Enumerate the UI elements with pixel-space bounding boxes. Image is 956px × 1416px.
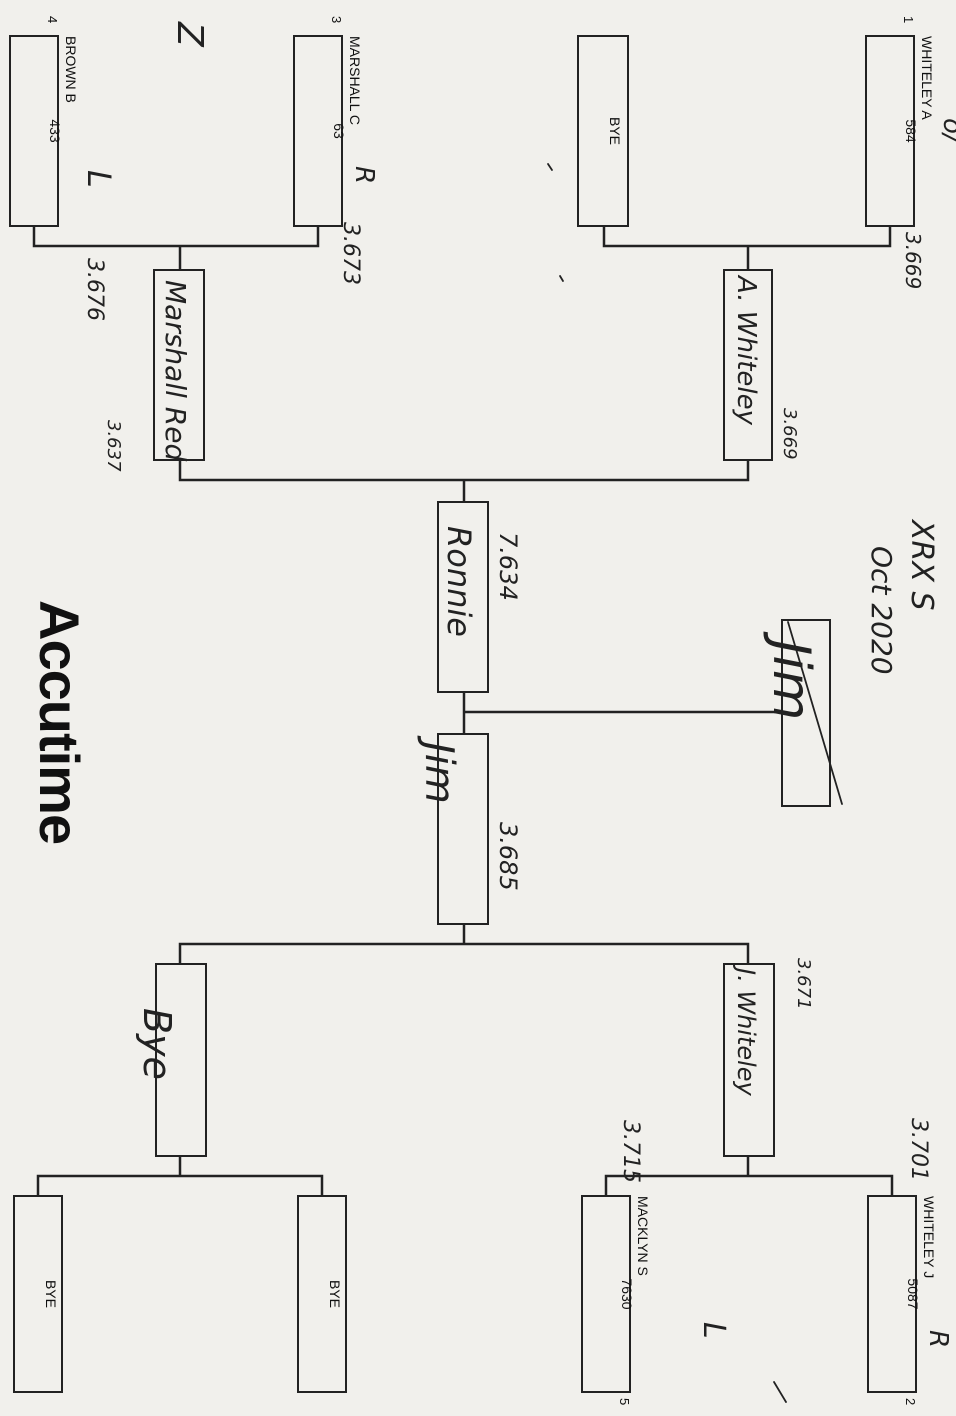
entrant-box-brown-b: BROWN B 433 [9,35,79,227]
handwritten-time: 3.701 [906,1118,931,1181]
handwritten-time: 3.685 [494,822,522,891]
entrant-number: 433 [47,119,63,143]
round2-box-2 [153,269,205,461]
entrant-number: 584 [903,119,919,143]
handwritten-time: 3.669 [901,232,925,289]
entrant-number: 7630 [619,1278,635,1309]
handwritten-winner-name: Marshall Red [159,280,192,461]
handwritten-mark: L [80,170,118,188]
entrant-number: 63 [331,123,347,139]
bracket-lines [32,226,894,1196]
entrant-name: MACKLYN S [635,1196,651,1276]
entrant-name: BYE [607,117,623,145]
handwritten-time: 7.634 [494,532,522,601]
handwritten-time: 3.637 [103,420,124,472]
semifinal-box-bottom [437,733,489,925]
entrant-box-whiteley-j: WHITELEY J 5087 [867,1195,937,1393]
stray-mark [547,163,553,171]
handwritten-date: Oct 2020 [865,546,898,675]
seed-number: 3 [329,16,344,23]
seed-number: 4 [45,16,60,23]
entrant-box-macklyn-s: MACKLYN S 7630 [581,1195,651,1393]
entrant-box-whiteley-a: WHITELEY A 584 [865,35,935,227]
entrant-name: WHITELEY A [919,36,935,120]
entrant-number: 5087 [905,1278,921,1309]
entrant-name: BROWN B [63,36,79,103]
handwritten-champion: Jim [761,631,821,720]
handwritten-winner-name: J. Whiteley [732,964,760,1097]
handwritten-winner-name: Bye [135,1008,179,1080]
handwritten-time: 3.715 [618,1120,643,1183]
entrant-box-bye-3: BYE [13,1195,63,1393]
seed-number: 5 [617,1398,632,1405]
entrant-name: BYE [327,1280,343,1308]
handwritten-mark: Z [169,21,210,48]
round2-box-3 [723,963,775,1157]
semifinal-box-top [437,501,489,693]
handwritten-winner-name: Jim [416,735,462,804]
handwritten-winner-name: Ronnie [440,526,478,637]
seed-number: 1 [901,16,916,23]
entrant-name: BYE [43,1280,59,1308]
final-box [781,619,831,807]
entrant-name: WHITELEY J [921,1196,937,1278]
handwritten-venue: XRX S [904,518,939,611]
handwritten-winner-name: A. Whiteley [731,274,761,426]
handwritten-time: 3.669 [779,408,800,460]
handwritten-corner-mark: o/ [937,118,956,146]
handwritten-time: 3.676 [82,258,107,321]
handwritten-mark: L [696,1322,731,1339]
round2-box-4 [155,963,207,1157]
entrant-box-bye-2: BYE [297,1195,347,1393]
round2-box-1 [723,269,773,461]
entrant-name: MARSHALL C [347,36,363,125]
underline-mark [787,621,843,805]
entrant-box-bye-1: BYE [577,35,629,227]
handwritten-mark: R [923,1330,953,1348]
handwritten-mark: R [349,166,379,184]
brand-logo: Accutime [28,600,91,844]
stray-mark [559,275,564,282]
seed-number: 2 [903,1398,918,1405]
stray-mark [773,1381,787,1403]
handwritten-time: 3.673 [338,222,363,285]
handwritten-time: 3.671 [793,958,814,1010]
entrant-box-marshall-c: MARSHALL C 63 [293,35,363,227]
